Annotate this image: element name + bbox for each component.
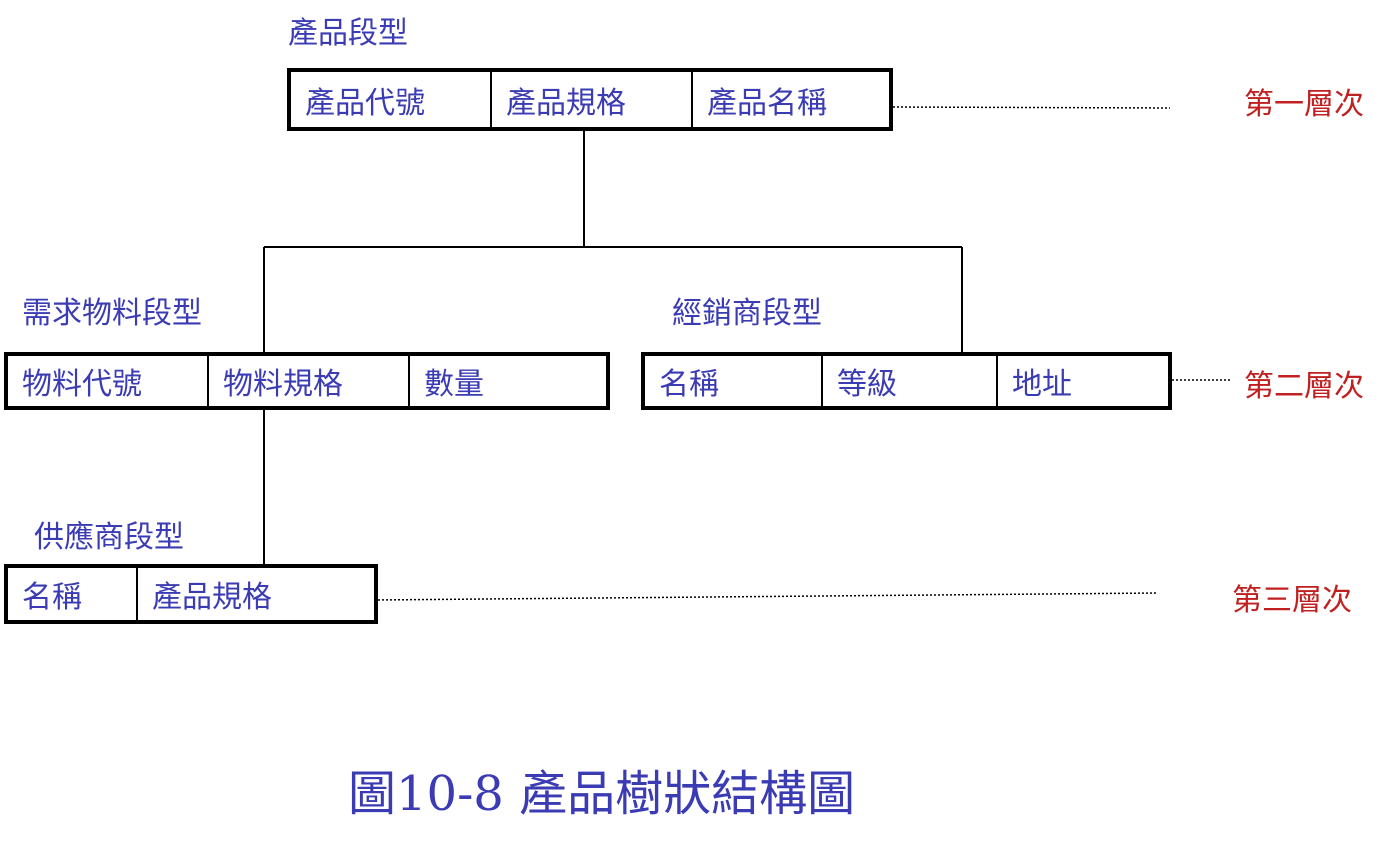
product-segment-title: 產品段型 bbox=[288, 16, 408, 51]
dealer-segment-record: 名稱 等級 地址 bbox=[641, 352, 1172, 410]
supplier-field-name: 名稱 bbox=[8, 568, 138, 620]
product-segment-record: 產品代號 產品規格 產品名稱 bbox=[287, 68, 893, 131]
material-segment-record: 物料代號 物料規格 數量 bbox=[4, 352, 610, 410]
supplier-segment-record: 名稱 產品規格 bbox=[4, 564, 378, 624]
material-field-code: 物料代號 bbox=[8, 356, 209, 406]
product-field-spec: 產品規格 bbox=[492, 72, 693, 127]
dealer-field-address: 地址 bbox=[1012, 367, 1072, 402]
figure-caption: 圖10-8 產品樹狀結構圖 bbox=[348, 766, 856, 822]
level-label-2: 第二層次 bbox=[1244, 369, 1364, 404]
supplier-field-spec: 產品規格 bbox=[152, 580, 272, 615]
dealer-field-grade: 等級 bbox=[823, 356, 998, 406]
supplier-segment-title: 供應商段型 bbox=[34, 520, 184, 555]
material-segment-title: 需求物料段型 bbox=[22, 296, 202, 331]
product-field-code: 產品代號 bbox=[291, 72, 492, 127]
dealer-field-name: 名稱 bbox=[645, 356, 823, 406]
level-guide-3 bbox=[373, 592, 1159, 601]
product-field-name: 產品名稱 bbox=[707, 85, 827, 121]
level-label-1: 第一層次 bbox=[1244, 87, 1364, 122]
material-field-spec: 物料規格 bbox=[209, 356, 410, 406]
material-field-quantity: 數量 bbox=[424, 367, 484, 402]
level-label-3: 第三層次 bbox=[1232, 583, 1352, 618]
level-guide-1 bbox=[892, 106, 1171, 109]
dealer-segment-title: 經銷商段型 bbox=[672, 296, 822, 331]
